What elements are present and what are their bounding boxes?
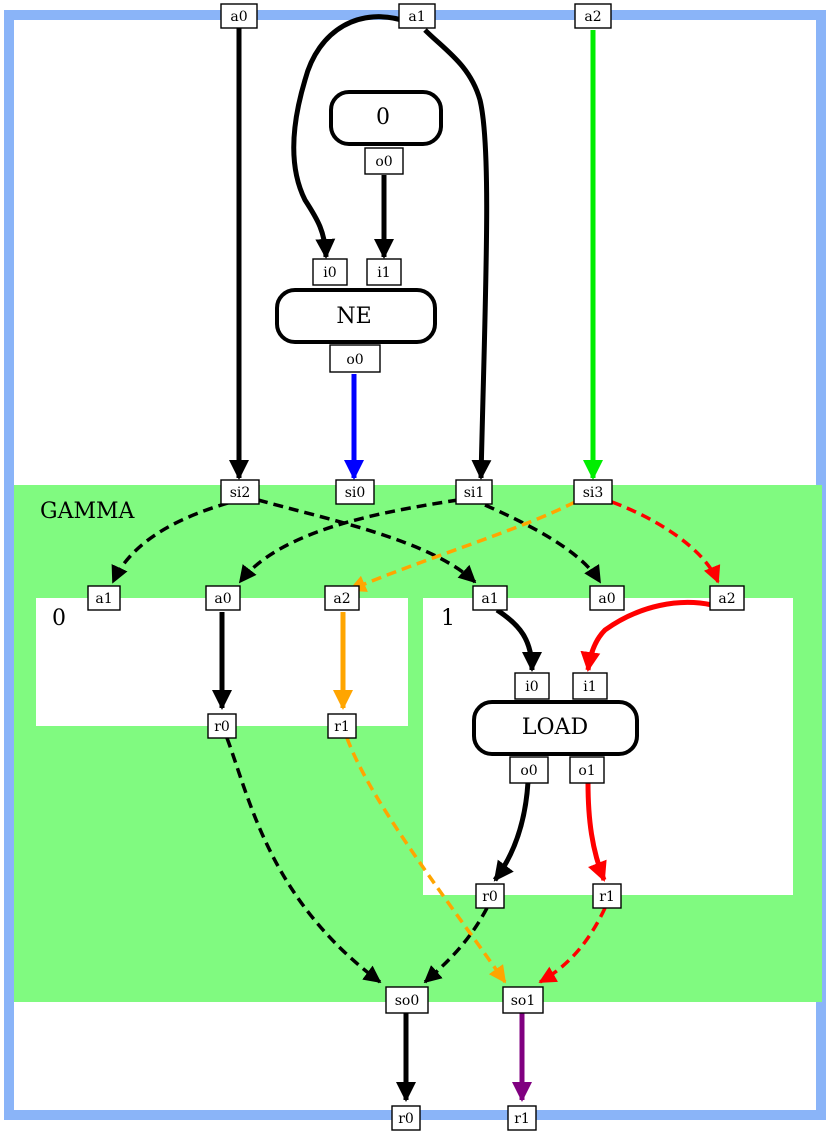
subregion-1-label: 1 [441,606,455,631]
svg-text:a1: a1 [95,591,112,607]
lambda-result-r0: r0 [391,1105,421,1131]
load-node-label: LOAD [522,715,588,740]
svg-text:o0: o0 [346,352,363,368]
svg-text:a2: a2 [584,9,601,25]
ports: a0 a1 a2 o0 i0 i1 o0 si2 si0 si1 si3 a1 … [87,3,745,1131]
edge-a1-to-si1 [423,28,492,480]
gamma-exit-so1: so1 [502,986,544,1014]
svg-text:so0: so0 [395,993,420,1009]
svg-text:a0: a0 [598,591,615,607]
edge-r0-r1-to-so1 [345,737,507,984]
edge-r1-a2-to-load-i1 [580,599,713,672]
edge-load-o0-to-r0 [492,781,531,882]
region-1-arg-a0: a0 [589,585,625,611]
load-in-i0: i0 [514,672,550,700]
ne-in-i1: i1 [366,258,402,286]
ne-out-o0: o0 [329,344,381,373]
svg-text:a0: a0 [214,591,231,607]
svg-text:si1: si1 [464,485,485,501]
region-0-arg-a1: a1 [87,585,121,611]
const-out-o0: o0 [364,147,404,175]
ne-node: NE [275,288,437,344]
const-node-label: 0 [376,105,390,130]
svg-text:so1: so1 [511,993,536,1009]
load-node-box [472,700,639,756]
edge-si1-to-r1-a0 [484,503,602,584]
region-1-result-r1: r1 [592,883,622,909]
svg-text:a1: a1 [481,591,498,607]
const-node: 0 [329,90,443,146]
edge-r1-a1-to-load-i0 [495,607,542,672]
load-node: LOAD [472,700,639,756]
gamma-label: GAMMA [40,499,136,524]
region-0-result-r0: r0 [207,713,237,739]
ne-node-box [275,288,437,344]
const-node-box [329,90,443,146]
svg-text:a0: a0 [230,9,247,25]
load-in-i1: i1 [572,672,608,700]
edge-load-o1-to-r1 [585,781,607,882]
svg-text:i1: i1 [377,265,390,281]
edge-si1-to-r0-a0 [238,498,459,584]
region-0-arg-a2: a2 [324,585,360,611]
svg-text:r0: r0 [482,889,498,905]
svg-text:si2: si2 [230,485,251,501]
svg-text:r1: r1 [599,889,615,905]
svg-text:r1: r1 [334,719,350,735]
region-1-arg-a1: a1 [472,585,508,611]
load-out-o1: o1 [569,756,605,784]
svg-text:o0: o0 [520,763,537,779]
gamma-entry-si3: si3 [573,479,613,505]
svg-text:i1: i1 [583,679,596,695]
svg-text:r0: r0 [398,1111,414,1127]
gamma-entry-si2: si2 [220,479,260,505]
svg-text:i0: i0 [525,679,538,695]
svg-text:a2: a2 [718,591,735,607]
edge-si2-to-r1-a1 [257,498,477,584]
ne-node-label: NE [336,304,371,329]
svg-text:o0: o0 [375,154,392,170]
svg-text:a1: a1 [408,9,425,25]
lambda-arg-a1: a1 [398,3,436,29]
edge-si3-to-r1-a2 [611,500,721,584]
edge-r1-r0-to-so0 [423,907,489,984]
subregion-0-label: 0 [52,606,66,631]
edges [111,14,721,1102]
region-1-arg-a2: a2 [709,585,745,611]
region-0-result-r1: r1 [327,713,357,739]
edge-r0-r0-to-so0 [225,737,382,984]
svg-text:r1: r1 [514,1111,530,1127]
svg-text:si0: si0 [345,485,366,501]
svg-text:si3: si3 [583,485,604,501]
gamma-entry-si0: si0 [335,479,375,505]
gamma-exit-so0: so0 [385,986,429,1014]
lambda-arg-a2: a2 [574,3,612,29]
edge-a1-to-ne-i0 [291,14,409,259]
edge-r1-r1-to-so1 [538,907,607,984]
ne-in-i0: i0 [312,258,348,286]
region-0-arg-a0: a0 [205,585,241,611]
lambda-arg-a0: a0 [220,3,258,29]
svg-text:o1: o1 [578,763,595,779]
load-out-o0: o0 [509,756,549,784]
edge-si2-to-r0-a1 [111,501,229,584]
svg-text:i0: i0 [323,265,336,281]
svg-text:a2: a2 [333,591,350,607]
gamma-entry-si1: si1 [455,479,493,505]
region-1-result-r0: r0 [475,883,505,909]
lambda-result-r1: r1 [507,1105,537,1131]
svg-text:r0: r0 [214,719,230,735]
edge-si3-to-r0-a2 [348,500,576,592]
